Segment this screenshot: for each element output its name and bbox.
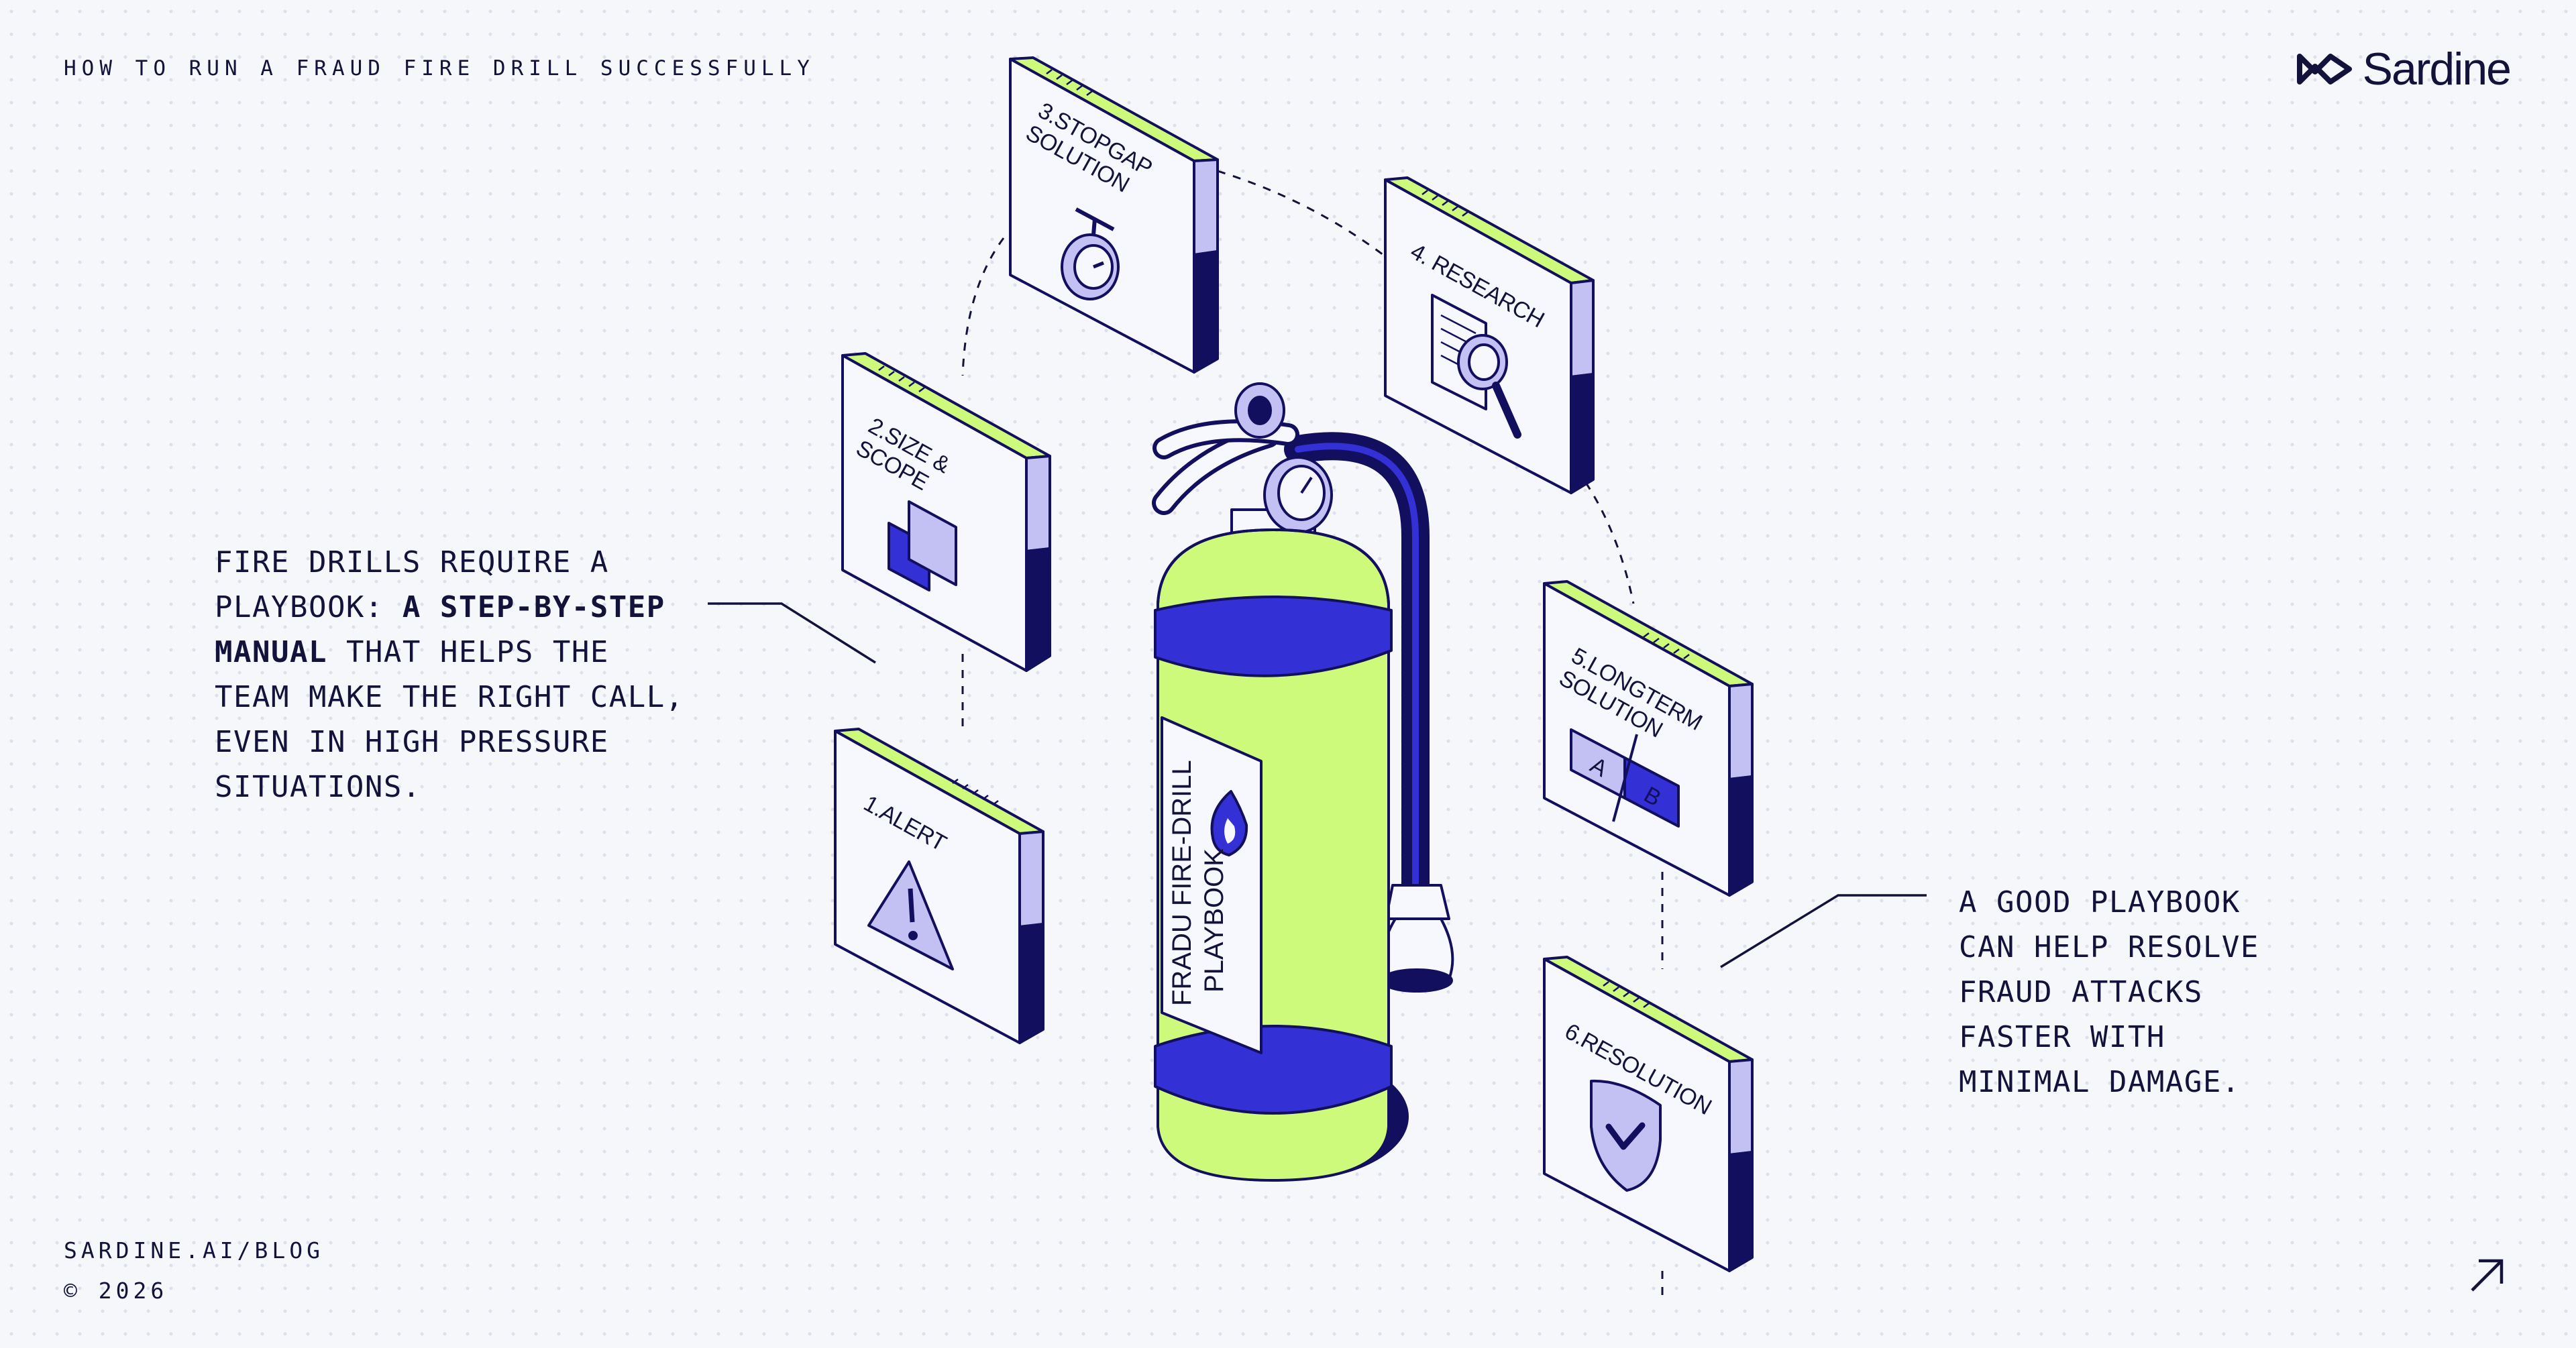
footer-copyright: © 2026 [64, 1278, 168, 1304]
step-size-scope[interactable] [841, 352, 1051, 672]
callout-left-line-6: SITUATIONS. [215, 770, 421, 804]
warning-triangle-icon [867, 860, 954, 970]
callout-left-line-2a: PLAYBOOK: [215, 590, 402, 624]
step-longterm[interactable] [1543, 580, 1754, 897]
ab-test-icon [1570, 728, 1680, 828]
page-eyebrow-title: HOW TO RUN A FRAUD FIRE DRILL SUCCESSFUL… [64, 56, 815, 80]
extinguisher-label-line-1: FRADU FIRE-DRILL [1167, 760, 1197, 1006]
magnifier-document-icon [1431, 294, 1521, 439]
extinguisher-label-line-2: PLAYBOOK [1199, 848, 1229, 993]
hose-coupling [1385, 884, 1450, 920]
callout-left-line-1: FIRE DRILLS REQUIRE A [215, 545, 609, 579]
callout-left-line-4: TEAM MAKE THE RIGHT CALL, [215, 680, 684, 714]
shield-check-icon [1590, 1079, 1662, 1192]
step-alert[interactable] [834, 728, 1044, 1044]
step-stopgap[interactable] [1009, 56, 1219, 374]
sardine-logo[interactable]: Sardine [2296, 43, 2512, 95]
step-resolution[interactable] [1543, 956, 1754, 1272]
fire-extinguisher [1152, 382, 1454, 1182]
stopwatch-icon [1061, 207, 1120, 300]
step-research[interactable] [1384, 176, 1595, 494]
sardine-wordmark: Sardine [2362, 44, 2512, 95]
callout-left-line-3b: THAT HELPS THE [327, 635, 609, 669]
callout-right-line-5: MINIMAL DAMAGE. [1959, 1065, 2241, 1099]
callout-right-line-2: CAN HELP RESOLVE [1959, 930, 2259, 964]
callout-left-line-3a: MANUAL [215, 635, 327, 669]
callout-right-line-3: FRAUD ATTACKS [1959, 975, 2203, 1009]
sardine-logo-mark-icon [2296, 54, 2352, 85]
overlapping-squares-icon [888, 500, 957, 592]
top-band [1154, 596, 1393, 677]
bottom-band [1154, 1025, 1393, 1115]
callout-right-line-1: A GOOD PLAYBOOK [1959, 885, 2241, 919]
footer-blog-link[interactable]: SARDINE.AI/BLOG [64, 1237, 325, 1263]
arrow-up-right-icon[interactable] [2468, 1257, 2506, 1294]
leader-lines [708, 602, 1927, 968]
callout-right: A GOOD PLAYBOOK CAN HELP RESOLVE FRAUD A… [1959, 880, 2388, 1105]
callout-left-line-5: EVEN IN HIGH PRESSURE [215, 725, 609, 759]
callout-left: FIRE DRILLS REQUIRE A PLAYBOOK: A STEP-B… [215, 540, 724, 809]
callout-right-line-4: FASTER WITH [1959, 1020, 2165, 1054]
callout-left-line-2b: A STEP-BY-STEP [402, 590, 665, 624]
extinguisher-label-text: FRADU FIRE-DRILL PLAYBOOK [1167, 760, 1229, 1006]
